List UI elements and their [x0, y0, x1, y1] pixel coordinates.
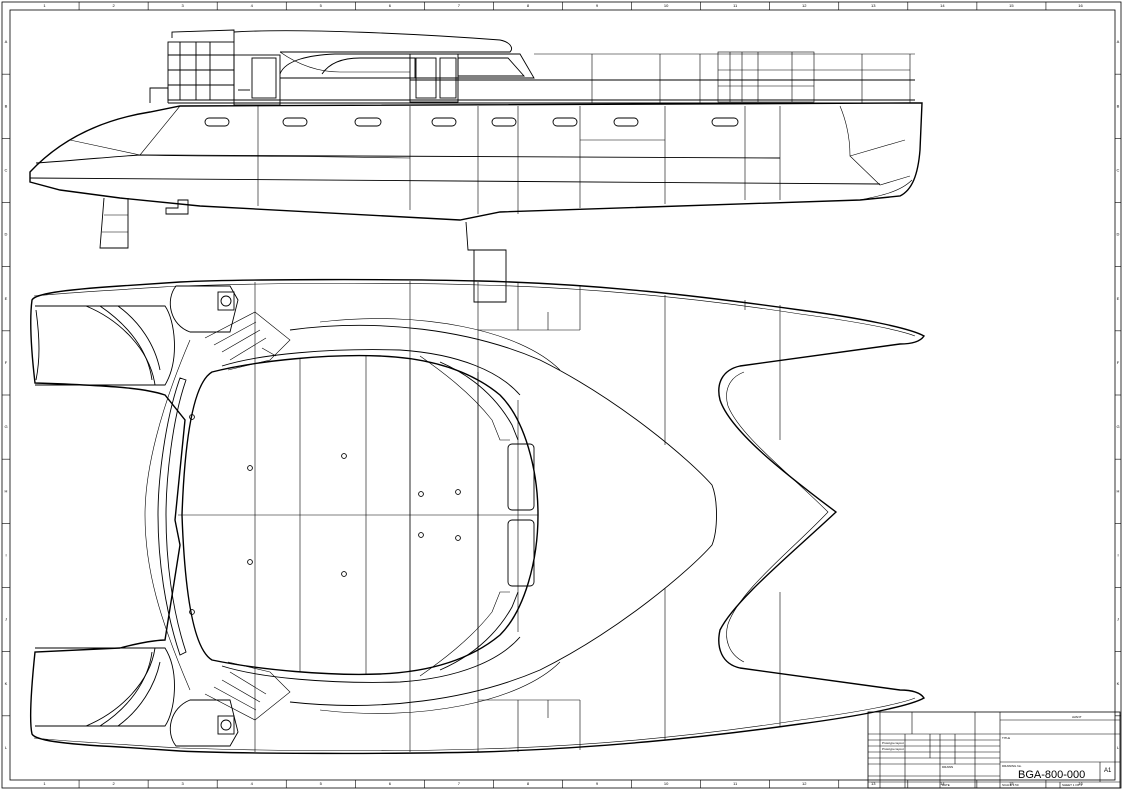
title-header: AVANT — [1072, 715, 1082, 719]
drawn-field: DRAWN — [942, 765, 953, 769]
port-helm-pod — [169, 285, 239, 333]
zone-row-label: I — [1117, 552, 1118, 557]
zone-column-label: 16 — [1078, 781, 1083, 786]
drawing-number: BGA-800-000 — [1018, 769, 1085, 781]
zone-column-label: 15 — [1009, 781, 1014, 786]
zone-row-label: A — [5, 39, 8, 44]
zone-row-label: L — [1117, 745, 1120, 750]
zone-row-label: H — [1117, 488, 1120, 493]
zone-column-label: 5 — [320, 781, 323, 786]
aft-cockpit-structure — [167, 29, 281, 106]
zone-column-label: 10 — [664, 781, 669, 786]
zone-column-label: 14 — [940, 3, 945, 8]
zone-row-label: C — [1117, 167, 1120, 172]
zone-column-label: 15 — [1009, 3, 1014, 8]
zone-column-label: 3 — [182, 781, 185, 786]
zone-row-label: I — [5, 552, 6, 557]
saloon-deckhouse — [181, 354, 539, 676]
zone-column-label: 9 — [596, 781, 599, 786]
zone-row-label: G — [1116, 424, 1119, 429]
hull-profile — [29, 102, 923, 221]
zone-column-label: 11 — [733, 781, 738, 786]
zone-column-label: 2 — [112, 3, 115, 8]
zone-row-label: L — [5, 745, 8, 750]
foredeck-rails — [534, 51, 915, 103]
zone-row-label: E — [1117, 296, 1120, 301]
zone-column-label: 8 — [527, 3, 530, 8]
zone-column-label: 6 — [389, 781, 392, 786]
zone-row-label: J — [5, 617, 7, 622]
aft-crossbeam — [157, 377, 187, 656]
port-aft-step — [35, 305, 175, 386]
zone-row-label: D — [1117, 232, 1120, 237]
sheet-field: SHEET 1 OF 1 — [1062, 783, 1082, 787]
scale-field: SCALE 1:50 — [1002, 783, 1019, 787]
zone-column-label: 4 — [251, 781, 254, 786]
zone-column-label: 10 — [664, 3, 669, 8]
zone-column-label: 13 — [871, 3, 876, 8]
zone-row-label: C — [5, 167, 8, 172]
title-block: AVANT Prototype layout Prototype layout … — [867, 711, 1121, 789]
saloon-windows — [279, 53, 915, 103]
rudder — [99, 197, 129, 249]
daggerboard — [465, 221, 507, 303]
zone-column-label: 3 — [182, 3, 185, 8]
zone-column-label: 14 — [940, 781, 945, 786]
starboard-aft-step — [35, 647, 175, 727]
rev-row-1: Prototype layout — [882, 741, 904, 745]
zone-row-label: K — [5, 681, 8, 686]
zone-row-label: E — [5, 296, 8, 301]
starboard-companionway-steps — [204, 661, 291, 721]
zone-row-label: B — [5, 103, 8, 108]
side-elevation-view — [29, 29, 923, 303]
zone-column-label: 16 — [1078, 3, 1083, 8]
zone-column-label: 13 — [871, 781, 876, 786]
zone-column-label: 12 — [802, 3, 807, 8]
hull-portholes — [204, 117, 739, 127]
sheet-size: A1 — [1104, 768, 1112, 774]
plan-view — [30, 278, 925, 755]
coachroof — [233, 30, 512, 53]
zone-column-label: 11 — [733, 3, 738, 8]
deckhouse-panels — [178, 355, 538, 677]
zone-row-label: J — [1117, 617, 1119, 622]
title-field: TITLE — [1002, 736, 1010, 740]
drawing-number-field: DRAWING No. — [1002, 764, 1022, 768]
plan-hull-outline — [30, 278, 925, 755]
zone-column-label: 8 — [527, 781, 530, 786]
zone-column-label: 6 — [389, 3, 392, 8]
zone-column-label: 1 — [43, 781, 46, 786]
zone-column-label: 1 — [43, 3, 46, 8]
zone-row-label: A — [1117, 39, 1120, 44]
zone-row-label: F — [5, 360, 8, 365]
zone-column-label: 7 — [458, 3, 461, 8]
date-field: DATE — [942, 783, 950, 787]
foredeck-trampoline — [289, 324, 717, 706]
zone-row-label: F — [1117, 360, 1120, 365]
zone-column-label: 12 — [802, 781, 807, 786]
deck-fittings — [189, 414, 461, 615]
zone-row-label: H — [5, 488, 8, 493]
zone-row-label: D — [5, 232, 8, 237]
zone-row-label: K — [1117, 681, 1120, 686]
saloon-front-windows — [439, 361, 535, 671]
zone-column-label: 4 — [251, 3, 254, 8]
zone-column-label: 2 — [112, 781, 115, 786]
starboard-helm-pod — [169, 699, 239, 747]
zone-column-label: 9 — [596, 3, 599, 8]
zone-row-label: G — [4, 424, 7, 429]
rev-row-2: Prototype layout — [882, 747, 904, 751]
zone-column-label: 5 — [320, 3, 323, 8]
zone-column-label: 7 — [458, 781, 461, 786]
zone-row-label: B — [1117, 103, 1120, 108]
